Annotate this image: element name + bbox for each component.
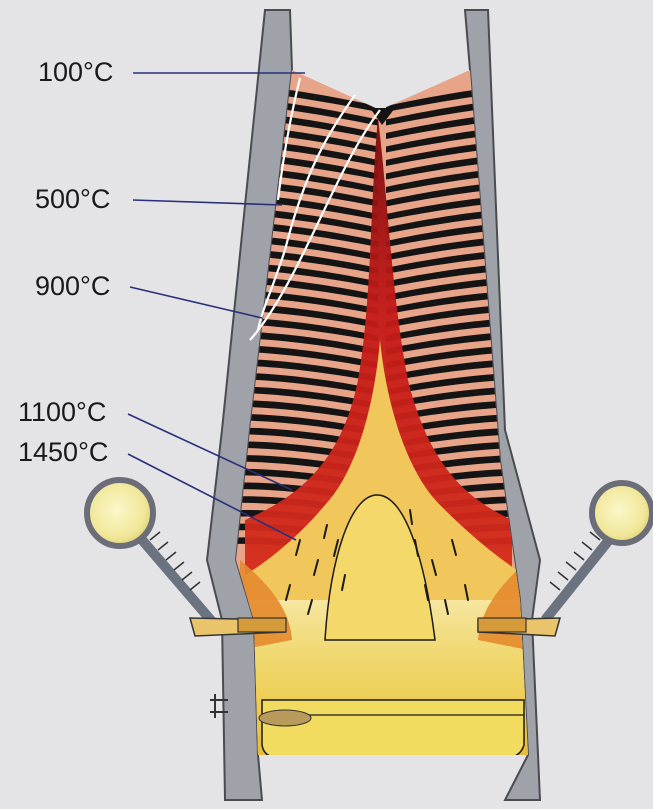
left-tuyere xyxy=(238,618,286,632)
right-tuyere xyxy=(478,618,526,632)
label-100c: 100°C xyxy=(38,59,113,86)
taphole-slag xyxy=(259,710,311,726)
right-burner-globe xyxy=(592,483,652,543)
label-1450c: 1450°C xyxy=(18,439,108,466)
label-500c: 500°C xyxy=(35,186,110,213)
label-1100c: 1100°C xyxy=(18,399,106,426)
label-900c: 900°C xyxy=(35,273,110,300)
hearth-pool xyxy=(262,700,524,758)
left-burner-globe xyxy=(87,480,153,546)
